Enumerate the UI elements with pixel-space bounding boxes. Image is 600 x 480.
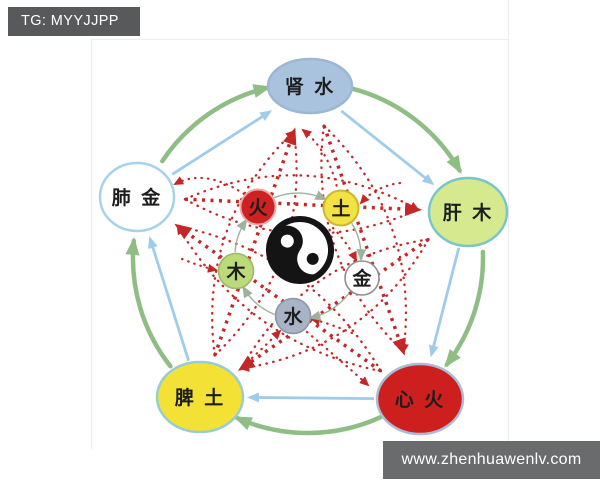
kidney-water-circle [266,57,354,115]
accent-into-earth [359,181,402,205]
petal-fire-metal-upper [176,224,383,373]
inner-arc-metal-to-water [308,292,350,321]
node-lung-metal: 肺 金 [98,161,176,233]
taiji-light-eye [280,234,294,248]
inner-arc-water-to-wood [242,285,275,316]
petal-water-fire-left [320,124,405,354]
overcoming-water-to-fire [322,125,406,356]
wood-label: 木 [225,260,246,283]
petal-wood-earth-lower [239,238,430,372]
card-left-edge [91,39,92,449]
node-water: 水 [274,297,312,335]
node-spleen-earth: 脾 土 [155,360,245,434]
generation-arc-metal-to-water [160,84,272,164]
edge-fire-earth [247,392,375,403]
accent-into-lung-metal [173,176,246,196]
kidney-water-label: 肾 水 [285,76,336,98]
node-metal: 金 [344,260,380,296]
spleen-earth-circle [155,360,245,434]
water-circle [274,297,312,335]
adjacency-lines [148,109,461,403]
heart-fire-label: 心 火 [395,389,446,411]
inner-arc-fire-to-earth [273,190,328,201]
petal-metal-wood-upper [183,174,420,211]
lung-metal-label: 肺 金 [112,186,163,209]
overcoming-petal-curves [176,124,430,373]
outer-nodes: 肾 水 肺 金 肝 木 脾 土 心 火 [98,57,509,436]
taiji-yinyang-icon [266,216,334,284]
edge-wood-fire [428,247,461,358]
edge-metal-water [171,110,273,176]
accent-into-heart-fire [305,330,370,387]
inner-arc-wood-to-fire [234,218,248,253]
node-kidney-water: 肾 水 [266,57,354,115]
fire-label: 火 [248,197,268,219]
accent-into-metal [331,226,358,262]
water-label: 水 [283,306,303,328]
overcoming-chords [174,125,430,373]
card-top-edge [91,39,508,40]
site-watermark: www.zhenhuawenlv.com [383,441,600,479]
node-fire: 火 [239,188,277,226]
heart-fire-circle [375,362,465,436]
overcoming-earth-to-water [213,127,297,357]
metal-circle [344,260,380,296]
inner-nodes: 火 土 金 水 木 [217,188,380,335]
accent-into-wood [180,257,218,273]
node-wood: 木 [217,252,255,290]
metal-label: 金 [351,267,372,290]
accent-into-inner-water [250,329,282,360]
edge-earth-metal [148,236,190,362]
petal-water-fire-right [322,124,409,354]
inner-arc-earth-to-metal [351,223,367,262]
petal-metal-wood-lower [183,198,420,235]
tg-watermark: TG: MYYJJPP [8,7,140,36]
node-liver-wood: 肝 木 [427,176,509,248]
earth-label: 土 [331,198,350,220]
node-earth: 土 [322,189,360,227]
wood-circle [217,252,255,290]
liver-wood-label: 肝 木 [443,201,494,224]
earth-circle [322,189,360,227]
generation-arc-water-to-wood [350,86,462,174]
liver-wood-circle [427,176,509,248]
inner-generation-ring [234,190,367,321]
generation-arc-earth-to-metal [125,236,173,369]
lung-metal-circle [98,161,176,233]
fire-circle [239,188,277,226]
petal-wood-earth-upper [240,238,430,370]
generation-arc-wood-to-fire [444,249,486,368]
edge-water-wood [340,109,435,186]
accent-into-kidney-water [301,128,340,194]
spleen-earth-label: 脾 土 [174,386,226,409]
taiji-dark-eye [306,252,319,265]
card-right-edge [508,0,509,449]
overcoming-wood-to-earth [237,237,430,371]
node-heart-fire: 心 火 [375,362,465,436]
generation-cycle-arcs [125,84,486,436]
petal-fire-metal-lower [176,224,383,373]
generation-arc-fire-to-earth [233,414,383,436]
